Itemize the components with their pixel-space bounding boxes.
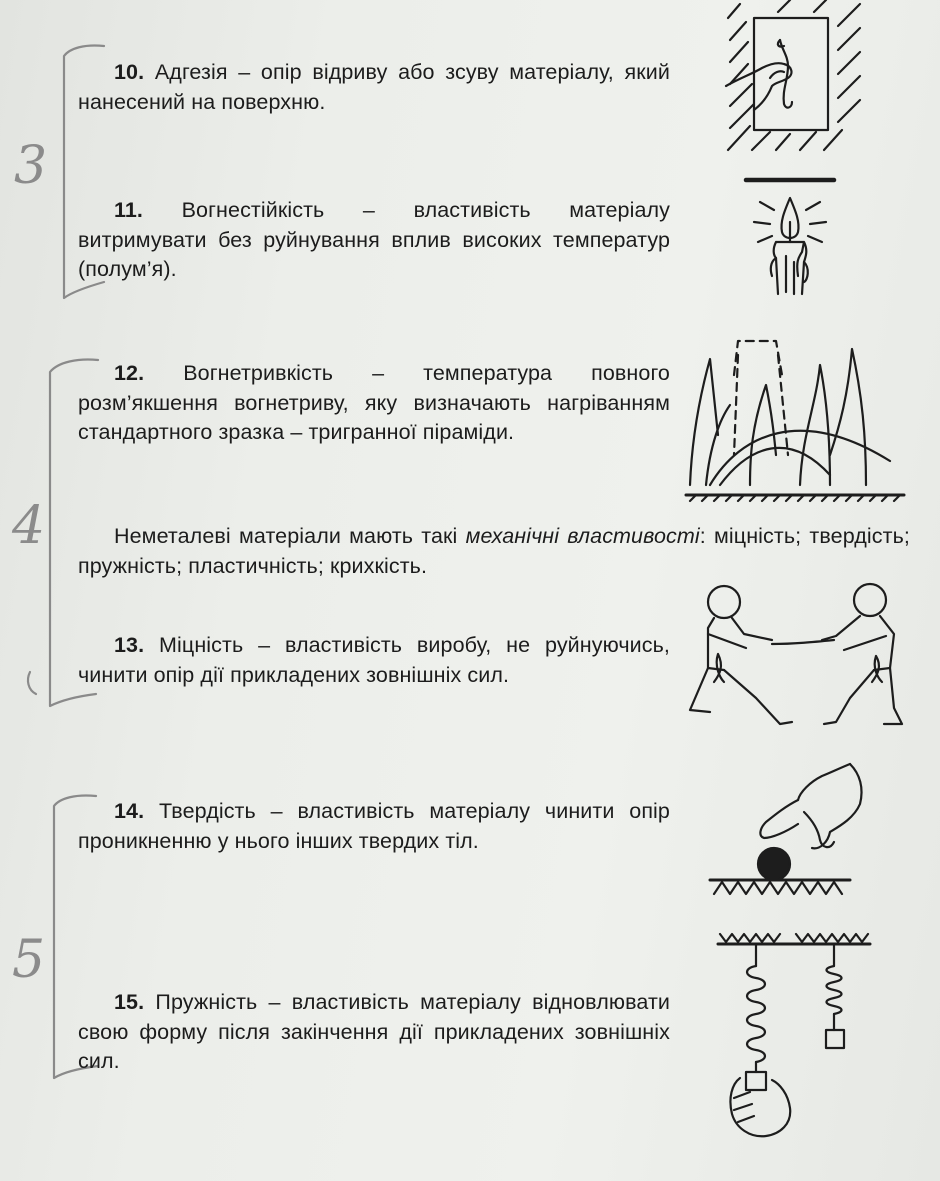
item-number: 13. xyxy=(114,633,145,657)
item-12: 12. Вогнетривкість – температура повного… xyxy=(78,359,670,448)
intro-emphasis: механічні властивості xyxy=(465,524,700,548)
margin-brackets xyxy=(26,44,106,1080)
item-10: 10. Адгезія – опір відриву або зсуву мат… xyxy=(78,58,670,117)
item-11: 11. Вогнестійкість – властивість матеріа… xyxy=(78,196,670,285)
item-text: Вогнестійкість – властивість матеріалу в… xyxy=(78,198,670,281)
item-text: Вогнетривкість – температура повного роз… xyxy=(78,361,670,444)
burning-candle-icon xyxy=(740,172,840,302)
item-number: 12. xyxy=(114,361,145,385)
item-text: Адгезія – опір відриву або зсуву матеріа… xyxy=(78,60,670,114)
margin-mark-4: 4 xyxy=(12,496,46,556)
adhesion-tape-icon xyxy=(718,0,868,155)
item-13: 13. Міцність – властивість виробу, не ру… xyxy=(78,631,670,690)
intro-paragraph: Неметалеві матеріали мають такі механічн… xyxy=(78,522,910,581)
item-number: 15. xyxy=(114,990,145,1014)
stray-marks xyxy=(26,670,38,696)
item-number: 11. xyxy=(114,198,144,222)
item-number: 10. xyxy=(114,60,145,84)
finger-pressing-ball-icon xyxy=(700,758,870,908)
bracket-5 xyxy=(52,794,100,1080)
margin-mark-5: 5 xyxy=(12,930,46,990)
item-text: Міцність – властивість виробу, не руйную… xyxy=(78,633,670,687)
springs-icon xyxy=(710,928,880,1148)
bracket-4 xyxy=(48,358,100,708)
margin-mark-3: 3 xyxy=(14,136,48,196)
melting-pyramid-icon xyxy=(680,335,910,505)
intro-after: : міцність; твердість; пружність; пласти… xyxy=(78,524,910,578)
tug-of-war-icon xyxy=(684,578,914,738)
item-text: Пружність – властивість матеріалу віднов… xyxy=(78,990,670,1073)
item-15: 15. Пружність – властивість матеріалу ві… xyxy=(78,988,670,1077)
item-text: Твердість – властивість матеріалу чинити… xyxy=(78,799,670,853)
item-number: 14. xyxy=(114,799,145,823)
intro-before: Неметалеві матеріали мають такі xyxy=(114,524,466,548)
item-14: 14. Твердість – властивість матеріалу чи… xyxy=(78,797,670,856)
bracket-3 xyxy=(62,44,106,300)
